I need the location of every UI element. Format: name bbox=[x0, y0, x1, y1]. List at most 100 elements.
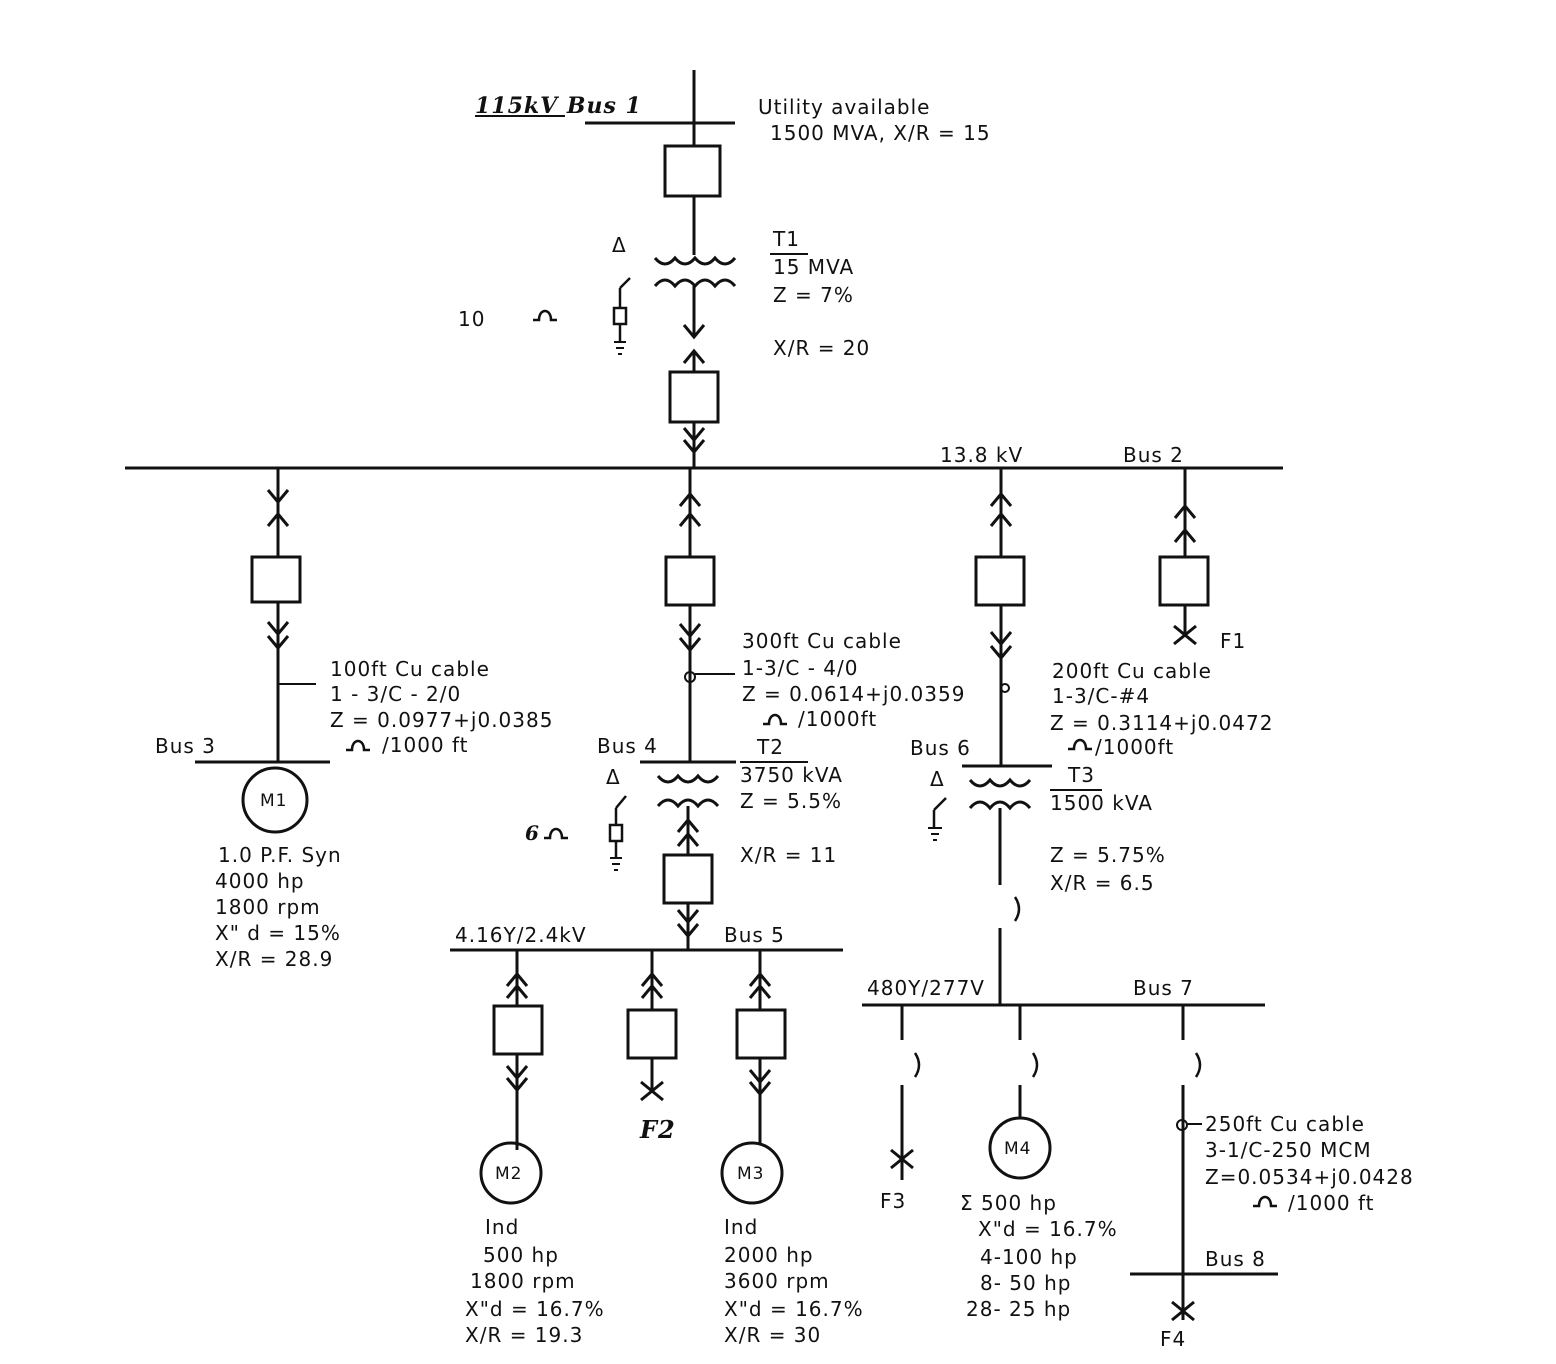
t2-grounding-resistor bbox=[608, 795, 627, 871]
t3-rating: 1500 kVA bbox=[1050, 791, 1153, 815]
breaker-f2 bbox=[626, 1008, 678, 1060]
t2-xr: X/R = 11 bbox=[740, 843, 837, 867]
bus-1-section: 115kV Bus 1 Utility available 1500 MVA, … bbox=[458, 70, 991, 468]
m1-detail-5: X/R = 28.9 bbox=[215, 947, 333, 971]
motor-m3-label: M3 bbox=[737, 1164, 764, 1184]
t2-cable-line4: /1000ft bbox=[798, 707, 877, 731]
t1-grounding-resistor bbox=[612, 277, 631, 355]
bus8-cable-line3: Z=0.0534+j0.0428 bbox=[1205, 1165, 1414, 1189]
t3-xr: X/R = 6.5 bbox=[1050, 871, 1155, 895]
fault-f1-mark-b bbox=[1173, 624, 1197, 646]
t3-name: T3 bbox=[1067, 763, 1095, 787]
utility-text-2: 1500 MVA, X/R = 15 bbox=[770, 121, 991, 145]
bus8-cable-line1: 250ft Cu cable bbox=[1205, 1112, 1365, 1136]
t1-xr: X/R = 20 bbox=[773, 336, 870, 360]
t2-ohm-icon bbox=[761, 713, 789, 726]
breaker-m1 bbox=[250, 555, 302, 604]
fault-f4-label: F4 bbox=[1160, 1327, 1186, 1351]
t3-cable-line4: /1000ft bbox=[1095, 735, 1174, 759]
bus-1-label: 115kV Bus 1 bbox=[475, 93, 642, 119]
t2-delta-icon: Δ bbox=[606, 765, 621, 789]
breaker-m3 bbox=[735, 1008, 787, 1060]
bus-7-section: 480Y/277V Bus 7 F3 M4 Σ 500 hp X"d = 16.… bbox=[862, 976, 1414, 1351]
m4-detail-5: 28- 25 hp bbox=[966, 1297, 1071, 1321]
bus-7-name: Bus 7 bbox=[1133, 976, 1194, 1000]
m3-detail-5: X/R = 30 bbox=[724, 1323, 821, 1347]
m3-detail-4: X"d = 16.7% bbox=[724, 1297, 864, 1321]
bus-2-section: 13.8 kV Bus 2 bbox=[125, 443, 1283, 470]
motor-m2 bbox=[479, 1141, 543, 1205]
m1-detail-2: 4000 hp bbox=[215, 869, 305, 893]
m2-detail-3: 1800 rpm bbox=[470, 1269, 576, 1293]
t1-ground-resistance: 10 bbox=[458, 307, 485, 331]
t3-secondary-coil bbox=[968, 800, 1032, 811]
bus-2-name: Bus 2 bbox=[1123, 443, 1184, 467]
m3-detail-2: 2000 hp bbox=[724, 1243, 814, 1267]
m3-detail-1: Ind bbox=[724, 1215, 758, 1239]
m4-detail-1: Σ 500 hp bbox=[960, 1191, 1057, 1215]
breaker-t3 bbox=[974, 555, 1026, 607]
m1-ohm-icon bbox=[344, 739, 372, 752]
m4-detail-3: 4-100 hp bbox=[980, 1245, 1078, 1269]
t3-primary-coil bbox=[968, 777, 1032, 788]
m2-detail-4: X"d = 16.7% bbox=[465, 1297, 605, 1321]
breaker-t1-secondary bbox=[668, 370, 720, 424]
fault-f3-label: F3 bbox=[880, 1189, 906, 1213]
t2-primary-coil bbox=[656, 773, 720, 784]
bus-3-name: Bus 3 bbox=[155, 734, 216, 758]
t3-cable-tap bbox=[1000, 683, 1010, 693]
motor-m1-label: M1 bbox=[260, 791, 287, 811]
bus-5-section: 4.16Y/2.4kV Bus 5 M2 Ind 500 hp 1800 rpm… bbox=[450, 923, 864, 1347]
feeder-t2: 300ft Cu cable 1-3/C - 4/0 Z = 0.0614+j0… bbox=[525, 468, 964, 950]
m2-detail-1: Ind bbox=[485, 1215, 519, 1239]
t2-impedance: Z = 5.5% bbox=[740, 789, 842, 813]
bus8-cable-line2: 3-1/C-250 MCM bbox=[1205, 1138, 1372, 1162]
breaker-t2-secondary bbox=[662, 853, 714, 905]
t3-cable-line3: Z = 0.3114+j0.0472 bbox=[1050, 711, 1273, 735]
m1-cable-line3: Z = 0.0977+j0.0385 bbox=[330, 708, 553, 732]
motor-m4-label: M4 bbox=[1004, 1139, 1031, 1159]
m1-detail-4: X" d = 15% bbox=[215, 921, 341, 945]
feeder-f1: F1 bbox=[1158, 468, 1246, 653]
m1-cable-line4: /1000 ft bbox=[382, 733, 469, 757]
t3-ohm-icon bbox=[1066, 738, 1094, 751]
t1-delta-icon: Δ bbox=[612, 233, 627, 257]
t2-ground-resistance: 6 bbox=[525, 821, 540, 845]
t1-name: T1 bbox=[772, 227, 800, 251]
t2-name: T2 bbox=[756, 735, 784, 759]
m3-detail-3: 3600 rpm bbox=[724, 1269, 830, 1293]
fault-f3-mark-b bbox=[890, 1148, 914, 1170]
fault-f1-label: F1 bbox=[1220, 629, 1246, 653]
bus-7-voltage: 480Y/277V bbox=[867, 976, 985, 1000]
fault-f4-mark-b bbox=[1171, 1300, 1195, 1322]
t2-rating: 3750 kVA bbox=[740, 763, 843, 787]
breaker-t2 bbox=[664, 555, 716, 607]
t1-primary-coil bbox=[653, 255, 737, 266]
m1-detail-1: 1.0 P.F. Syn bbox=[218, 843, 342, 867]
fault-f2-mark-b bbox=[640, 1080, 664, 1102]
breaker-bus1 bbox=[663, 144, 722, 198]
bus8-cable-line4: /1000 ft bbox=[1288, 1191, 1375, 1215]
t1-secondary-coil bbox=[653, 278, 737, 289]
t2-cable-tap bbox=[684, 671, 696, 683]
t1-rating: 15 MVA bbox=[773, 255, 854, 279]
t3-cable-line2: 1-3/C-#4 bbox=[1052, 684, 1150, 708]
breaker-f1 bbox=[1158, 555, 1210, 607]
t3-cable-line1: 200ft Cu cable bbox=[1052, 659, 1212, 683]
breaker-m2 bbox=[492, 1004, 544, 1056]
utility-text-1: Utility available bbox=[758, 95, 930, 119]
motor-m3 bbox=[720, 1141, 784, 1205]
motor-m2-label: M2 bbox=[495, 1164, 522, 1184]
m2-detail-5: X/R = 19.3 bbox=[465, 1323, 583, 1347]
t2-cable-line1: 300ft Cu cable bbox=[742, 629, 902, 653]
bus-6-name: Bus 6 bbox=[910, 736, 971, 760]
m4-detail-4: 8- 50 hp bbox=[980, 1271, 1071, 1295]
t3-grounding bbox=[928, 797, 947, 841]
m1-detail-3: 1800 rpm bbox=[215, 895, 321, 919]
t3-delta-icon: Δ bbox=[930, 767, 945, 791]
t2-secondary-coil bbox=[656, 798, 720, 809]
feeder-t3: 200ft Cu cable 1-3/C-#4 Z = 0.3114+j0.04… bbox=[910, 468, 1273, 1005]
m4-detail-2: X"d = 16.7% bbox=[978, 1217, 1118, 1241]
motor-m1 bbox=[241, 766, 309, 834]
